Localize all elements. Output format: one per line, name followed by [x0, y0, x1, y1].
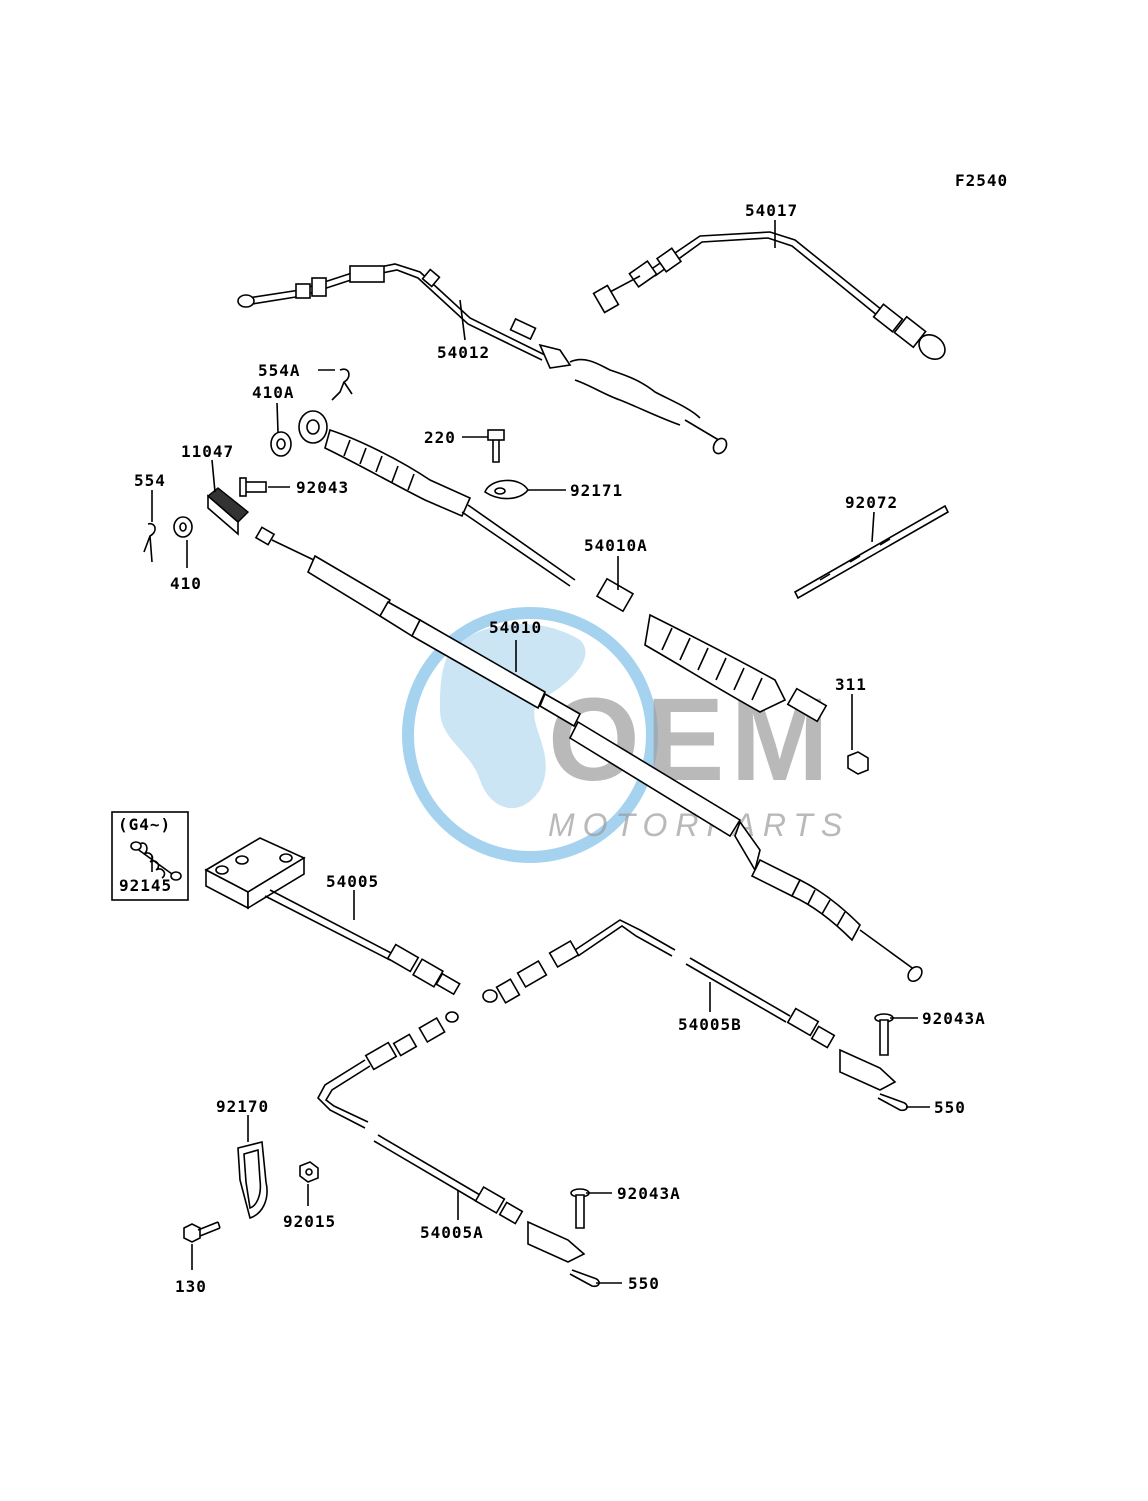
part-labels: 54017 54012 554A 410A 220 11047 92043 92…	[119, 201, 986, 1296]
label-92015: 92015	[283, 1212, 336, 1231]
group-box-label: (G4~)	[118, 815, 171, 834]
cable-54005A	[317, 1011, 586, 1263]
label-54005B: 54005B	[678, 1015, 742, 1034]
label-410A: 410A	[252, 383, 295, 402]
nut-311	[847, 751, 869, 775]
label-54017: 54017	[745, 201, 798, 220]
label-311: 311	[835, 675, 867, 694]
label-92145: 92145	[119, 876, 172, 895]
nut-92015	[299, 1161, 319, 1183]
cable-54005	[204, 837, 461, 996]
label-554A: 554A	[258, 361, 301, 380]
group-box-g4: (G4~)	[111, 811, 189, 901]
clamp-92171	[484, 479, 529, 500]
washer-410A	[270, 431, 292, 457]
spring-92145	[130, 841, 182, 881]
label-550-right: 550	[934, 1098, 966, 1117]
label-410: 410	[170, 574, 202, 593]
cable-54017	[592, 231, 946, 361]
clip-554	[143, 522, 156, 563]
label-11047: 11047	[181, 442, 234, 461]
bolt-130	[183, 1221, 221, 1243]
clip-550-right	[877, 1093, 908, 1112]
label-54010: 54010	[489, 618, 542, 637]
label-92072: 92072	[845, 493, 898, 512]
label-92171: 92171	[570, 481, 623, 500]
bolt-220	[487, 429, 505, 463]
label-54012: 54012	[437, 343, 490, 362]
label-54005: 54005	[326, 872, 379, 891]
label-92170: 92170	[216, 1097, 269, 1116]
cable-54012	[237, 263, 728, 455]
leader-lines	[151, 220, 930, 1284]
clip-550-bottom	[569, 1269, 600, 1288]
label-220: 220	[424, 428, 456, 447]
label-92043A-bottom: 92043A	[617, 1184, 681, 1203]
label-92043A-right: 92043A	[922, 1009, 986, 1028]
pin-92043	[239, 477, 267, 497]
watermark-globe-icon	[402, 607, 658, 863]
watermark: OEM MOTORPARTS	[402, 607, 842, 863]
cable-tie-92072	[793, 504, 950, 600]
bracket-92170	[237, 1140, 268, 1220]
label-54005A: 54005A	[420, 1223, 484, 1242]
label-54010A: 54010A	[584, 536, 648, 555]
clip-554A	[331, 368, 353, 401]
figure-code: F2540	[955, 171, 1008, 190]
washer-410	[173, 516, 193, 538]
label-550-bottom: 550	[628, 1274, 660, 1293]
label-130: 130	[175, 1277, 207, 1296]
label-554: 554	[134, 471, 166, 490]
cable-54010A	[298, 410, 828, 723]
pin-92043A-bottom	[570, 1188, 590, 1229]
cable-54005B	[482, 919, 897, 1091]
cable-54010	[254, 526, 923, 983]
pin-92043A-right	[874, 1013, 894, 1056]
label-92043: 92043	[296, 478, 349, 497]
